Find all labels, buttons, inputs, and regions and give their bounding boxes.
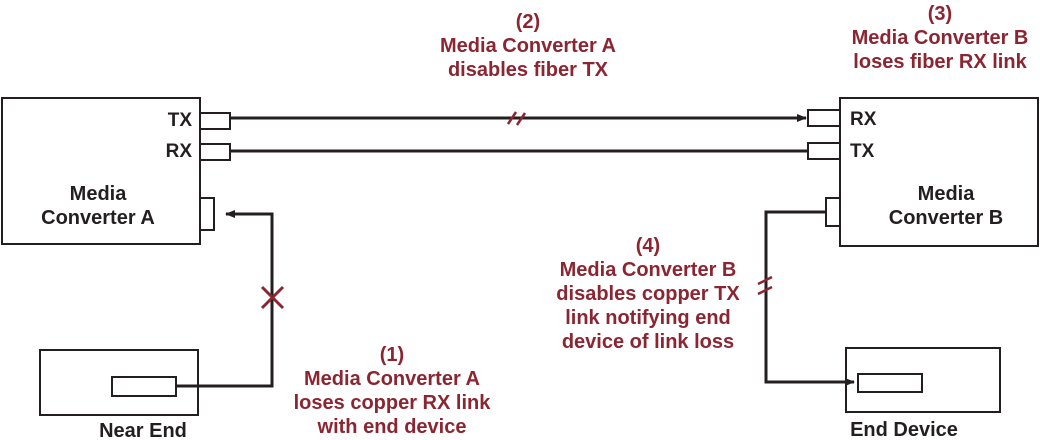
converter-b-name-line2: Converter B: [889, 207, 1003, 229]
copper-tx-disabled-mark: [757, 275, 773, 296]
step-2-number: (2): [516, 11, 540, 33]
step-4-line2: disables copper TX: [556, 283, 740, 305]
converter-a-tx-label: TX: [168, 110, 193, 131]
media-converter-a: TX RX Media Converter A: [1, 97, 231, 245]
step-1-line1: Media Converter A: [304, 368, 480, 390]
end-device: End Device: [845, 347, 1001, 440]
converter-b-rx-label: RX: [850, 109, 877, 130]
converter-b-tx-label: TX: [850, 141, 875, 162]
step-2-line1: Media Converter A: [440, 35, 616, 57]
copper-link-end-device: [764, 210, 855, 386]
step-3-line2: loses fiber RX link: [853, 51, 1027, 73]
step-1-line2: loses copper RX link: [294, 392, 492, 414]
converter-a-name-line2: Converter A: [41, 207, 155, 229]
converter-b-rx-port: [807, 109, 841, 127]
step-4-line1: Media Converter B: [560, 259, 737, 281]
converter-b-name-line1: Media: [918, 183, 976, 205]
near-end-device: Near End: [39, 349, 199, 440]
end-device-label: End Device: [850, 419, 958, 440]
step-2-line2: disables fiber TX: [448, 59, 609, 81]
step-1-annotation: (1) Media Converter A loses copper RX li…: [294, 344, 492, 438]
media-converter-b-box: [839, 97, 1039, 247]
converter-a-name-line1: Media: [70, 183, 128, 205]
step-3-number: (3): [928, 3, 952, 25]
converter-b-copper-port: [825, 197, 841, 227]
step-4-annotation: (4) Media Converter B disables copper TX…: [556, 235, 740, 353]
converter-a-rx-port: [199, 143, 231, 161]
media-converter-a-box: [1, 97, 201, 245]
step-1-line3: with end device: [317, 416, 467, 438]
converter-a-rx-label: RX: [166, 141, 193, 162]
step-1-number: (1): [380, 344, 404, 366]
step-4-line4: device of link loss: [562, 331, 734, 353]
step-4-number: (4): [636, 235, 660, 257]
step-4-line3: link notifying end: [565, 307, 731, 329]
step-3-line1: Media Converter B: [852, 27, 1029, 49]
near-end-label: Near End: [99, 420, 187, 440]
converter-b-tx-port: [807, 142, 841, 160]
step-3-annotation: (3) Media Converter B loses fiber RX lin…: [852, 3, 1029, 73]
step-2-annotation: (2) Media Converter A disables fiber TX: [440, 11, 616, 81]
copper-rx-loss-x-mark: [260, 285, 285, 310]
media-converter-b: RX TX Media Converter B: [807, 97, 1039, 247]
converter-a-tx-port: [199, 112, 231, 130]
near-end-port: [111, 376, 177, 397]
fiber-tx-disabled-mark: [506, 111, 527, 126]
converter-a-copper-port: [199, 197, 215, 231]
end-device-port: [857, 373, 923, 393]
